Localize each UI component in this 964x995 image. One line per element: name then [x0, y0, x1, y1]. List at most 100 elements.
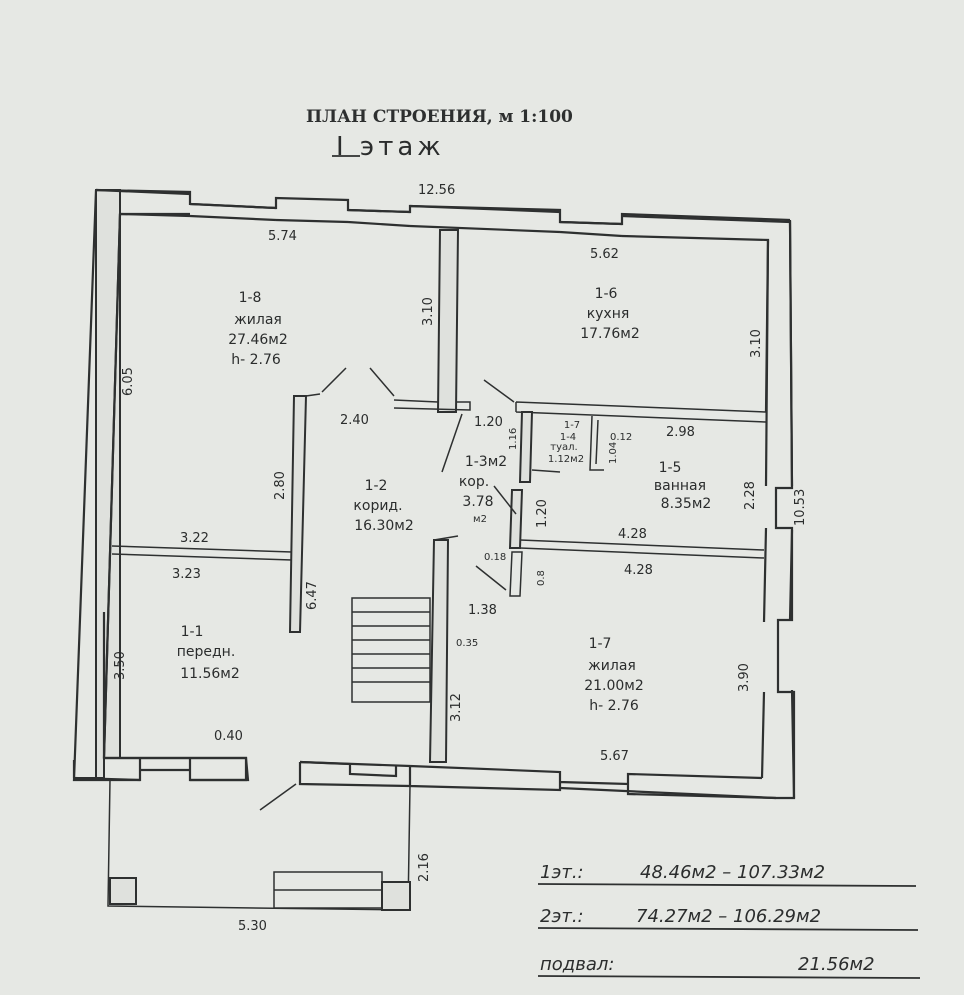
entrance-door-swing: [259, 783, 297, 811]
dim-wall-3-10-left: 3.10: [421, 297, 436, 326]
svg-text:1.12м2: 1.12м2: [548, 454, 584, 465]
dim-2-28: 2.28: [743, 481, 758, 510]
svg-text:подвал:: подвал:: [540, 954, 614, 975]
svg-text:21.00м2: 21.00м2: [584, 678, 644, 694]
wall-1-8-1-1: [111, 545, 293, 561]
summary-row-2: 2эт.: 74.27м2 – 106.29м2: [537, 906, 919, 931]
room-1-5-label: 1-5 ванная 8.35м2: [654, 460, 711, 512]
wall-kitchen-bottom: [515, 401, 767, 423]
svg-text:корид.: корид.: [353, 498, 402, 514]
dim-0-35: 0.35: [456, 638, 478, 649]
stair-treads: [352, 611, 430, 683]
svg-text:21.56м2: 21.56м2: [798, 954, 875, 975]
svg-text:74.27м2 – 106.29м2: 74.27м2 – 106.29м2: [636, 906, 821, 927]
svg-text:1-8: 1-8: [239, 290, 262, 306]
staircase: [351, 597, 431, 703]
door-swing-1-8b: [369, 367, 395, 397]
wall-1-8-corridor: [393, 399, 471, 411]
outer-wall-top-inner: [119, 212, 770, 413]
svg-text:h- 2.76: h- 2.76: [231, 352, 281, 368]
dim-corridor-side: 2.80: [273, 471, 288, 500]
dim-4-28-b: 4.28: [624, 563, 653, 578]
room-1-4-label: 1-7 1-4 туал. 1.12м2: [548, 420, 584, 465]
dim-2-98: 2.98: [666, 425, 695, 440]
outer-wall-right: [760, 219, 796, 800]
svg-text:1-3м2: 1-3м2: [465, 454, 507, 470]
svg-text:17.76м2: 17.76м2: [580, 326, 640, 342]
wall-toilet: [531, 415, 604, 473]
svg-text:кор.: кор.: [459, 474, 489, 490]
dim-1-20-b: 1.20: [535, 499, 550, 528]
svg-text:м2: м2: [473, 514, 487, 525]
svg-text:8.35м2: 8.35м2: [661, 496, 712, 512]
dim-right-total: 10.53: [793, 489, 808, 526]
svg-text:48.46м2 – 107.33м2: 48.46м2 – 107.33м2: [640, 862, 825, 883]
svg-text:1-4: 1-4: [560, 432, 576, 443]
dim-3-23: 3.23: [172, 567, 201, 582]
svg-text:3.78: 3.78: [462, 494, 493, 510]
dim-5-67: 5.67: [600, 749, 629, 764]
dim-0-40: 0.40: [214, 729, 243, 744]
dim-corridor-top: 2.40: [340, 413, 369, 428]
dim-1-8-width: 5.74: [268, 229, 297, 244]
wall-bath-bottom: [519, 539, 765, 559]
dim-1-04: 1.04: [608, 442, 619, 464]
door-swing-1-8: [321, 367, 347, 393]
dim-2-16: 2.16: [417, 853, 432, 882]
dim-wall-3-10-right: 3.10: [749, 329, 764, 358]
svg-text:жилая: жилая: [588, 658, 636, 674]
summary-row-3: подвал: 21.56м2: [537, 954, 921, 979]
dim-6-47: 6.47: [305, 581, 320, 610]
door-swing-1-3: [441, 413, 463, 473]
dim-3-90: 3.90: [737, 663, 752, 692]
page-title: ПЛАН СТРОЕНИЯ, м 1:100: [306, 107, 573, 127]
outer-wall-bottom-left: [73, 213, 248, 782]
dim-0-12: 0.12: [610, 432, 632, 443]
wall-stub-2: [433, 535, 459, 541]
room-1-6-label: 1-6 кухня 17.76м2: [580, 286, 640, 342]
door-swing-bath: [493, 485, 517, 515]
summary-row-1: 1эт.: 48.46м2 – 107.33м2: [537, 862, 917, 887]
svg-text:27.46м2: 27.46м2: [228, 332, 288, 348]
svg-text:11.56м2: 11.56м2: [180, 666, 240, 682]
svg-text:1-7: 1-7: [564, 420, 580, 431]
svg-text:1-5: 1-5: [659, 460, 682, 476]
svg-text:h- 2.76: h- 2.76: [589, 698, 639, 714]
wall-1-7-door: [475, 551, 523, 597]
room-1-7-label: 1-7 жилая 21.00м2 h- 2.76: [584, 636, 644, 714]
porch-column-right: [381, 881, 411, 911]
wall-1-8-1-6: [436, 229, 460, 413]
svg-text:1-6: 1-6: [595, 286, 618, 302]
dim-1-38: 1.38: [468, 603, 497, 618]
dim-1-8-depth: 6.05: [121, 367, 136, 396]
svg-text:1эт.:: 1эт.:: [540, 862, 584, 883]
svg-text:1-2: 1-2: [365, 478, 388, 494]
dim-0-18: 0.18: [484, 552, 506, 563]
svg-text:жилая: жилая: [234, 312, 282, 328]
dim-1-16: 1.16: [508, 428, 519, 450]
wall-corridor-left: [288, 395, 308, 633]
svg-text:1-7: 1-7: [589, 636, 612, 652]
room-1-2-label: 1-2 корид. 16.30м2: [353, 478, 413, 534]
outer-wall-bottom: [298, 760, 777, 800]
dim-4-28-a: 4.28: [618, 527, 647, 542]
dim-total-width: 12.56: [418, 183, 455, 198]
svg-text:туал.: туал.: [550, 442, 577, 453]
svg-text:16.30м2: 16.30м2: [354, 518, 414, 534]
wall-toilet-left: [518, 411, 534, 483]
wall-1-7-left: [428, 539, 450, 763]
room-1-8-label: 1-8 жилая 27.46м2 h- 2.76: [228, 290, 288, 368]
svg-text:ванная: ванная: [654, 478, 706, 494]
door-swing-kitchen: [483, 379, 515, 403]
dim-3-50: 3.50: [113, 651, 128, 680]
room-1-1-label: 1-1 передн. 11.56м2: [177, 624, 240, 682]
porch-outline: [107, 779, 411, 911]
room-1-3-label: 1-3м2 кор. 3.78 м2: [459, 454, 507, 525]
dim-0-8: 0.8: [536, 570, 547, 586]
porch-column-left: [109, 877, 137, 905]
svg-text:1-1: 1-1: [181, 624, 204, 640]
svg-text:2эт.:: 2эт.:: [540, 906, 584, 927]
dim-3-22: 3.22: [180, 531, 209, 546]
dim-1-20-a: 1.20: [474, 415, 503, 430]
